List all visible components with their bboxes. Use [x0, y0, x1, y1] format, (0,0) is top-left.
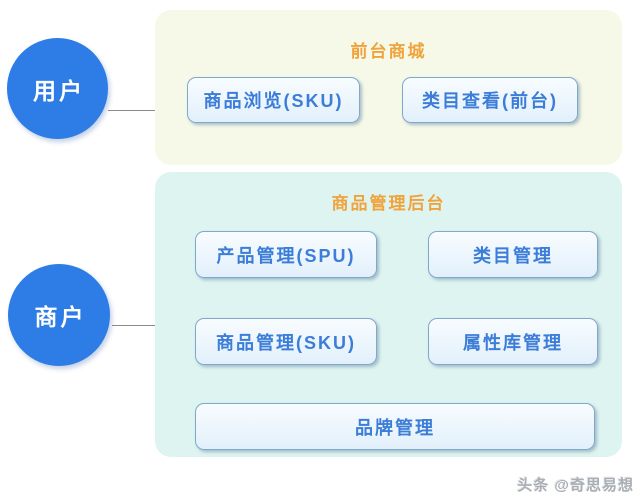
button-sku-browse[interactable]: 商品浏览(SKU)	[187, 77, 360, 123]
actor-merchant-label: 商户	[34, 304, 87, 330]
button-category-manage[interactable]: 类目管理	[428, 231, 598, 278]
watermark: 头条 @奇思易想	[517, 477, 634, 494]
button-brand-manage[interactable]: 品牌管理	[195, 403, 595, 450]
button-product-manage-spu[interactable]: 产品管理(SPU)	[195, 231, 377, 278]
actor-merchant-circle: 商户	[8, 264, 110, 366]
panel-product-backend-title: 商品管理后台	[331, 194, 446, 213]
button-category-view-frontend[interactable]: 类目查看(前台)	[402, 77, 578, 123]
panel-product-backend: 商品管理后台 产品管理(SPU) 类目管理 商品管理(SKU) 属性库管理 品牌…	[155, 172, 622, 457]
button-goods-manage-sku[interactable]: 商品管理(SKU)	[195, 318, 377, 365]
panel-frontend-mall: 前台商城 商品浏览(SKU) 类目查看(前台)	[155, 10, 622, 165]
actor-user-label: 用户	[33, 77, 85, 104]
actor-user-circle: 用户	[7, 38, 108, 139]
button-attribute-library-manage[interactable]: 属性库管理	[428, 318, 598, 365]
panel-frontend-mall-title: 前台商城	[350, 42, 427, 61]
